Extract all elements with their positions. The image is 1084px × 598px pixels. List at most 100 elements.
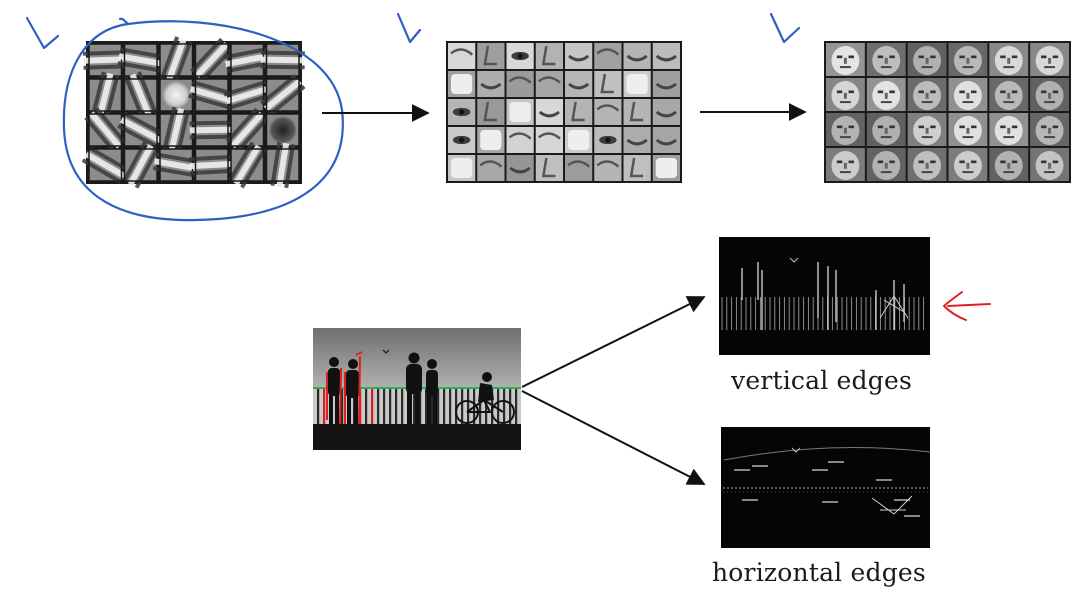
face-parts-tile [594,155,622,181]
check-mark-icon [396,12,422,44]
edge-filters-tile [122,141,160,189]
edge-filters-tile [88,71,123,119]
edge-filters-tile [82,43,128,77]
face-parts-tile [623,43,651,69]
faces-tile [1030,78,1069,111]
face-parts-tile [477,155,505,181]
edge-filters-tile [84,107,127,153]
right-arrow-icon [521,390,706,485]
edge-filters-tile [153,148,200,182]
faces-tile [1030,148,1069,181]
faces-tile [826,113,865,146]
faces-tile [866,148,906,181]
faces-tile [907,43,947,76]
edge-filters-tile [123,71,158,119]
face-parts-tile [448,99,476,125]
edge-filters-tile [159,106,194,154]
edge-filters-tile [81,146,129,184]
faces-tile [948,148,988,181]
face-parts-tile [652,71,680,97]
edge-filters-tile [189,148,235,182]
face-parts-tile [448,43,476,69]
edge-filters-tile [228,141,267,189]
face-parts-tile [594,127,622,153]
face-parts-tile [448,127,476,153]
horizontal-edges-caption: horizontal edges [712,558,926,587]
faces-tile [907,148,947,181]
face-parts-tile [652,127,680,153]
faces-tile [989,43,1029,76]
faces-tile [866,43,906,76]
face-parts-tile [477,71,505,97]
vertical-edges-output [719,237,930,355]
face-parts-tile [535,99,563,125]
faces-tile [907,113,947,146]
face-parts-tile [565,71,593,97]
edge-filters-tile [223,78,271,112]
faces-tile [866,78,906,111]
faces-tile [1030,113,1069,146]
face-parts-tile [477,127,505,153]
face-parts-tile [623,71,651,97]
edge-filters-tile [259,74,306,116]
edge-filters-tile [265,141,300,189]
edge-filters-tile [225,107,269,153]
edge-filters-tile [159,36,194,84]
faces-tile [989,78,1029,111]
edge-filters-tile [189,113,234,147]
check-mark-icon [769,12,801,44]
faces-tile [826,43,865,76]
face-parts-tile [477,43,505,69]
face-parts-tile [448,155,476,181]
vertical-edges-caption: vertical edges [731,366,912,395]
faces-tile [866,113,906,146]
mid-level-features-panel [446,41,682,183]
silhouette-photo [313,328,521,450]
face-parts-tile [506,127,534,153]
horizontal-edges-output [721,427,931,548]
face-parts-tile [623,155,651,181]
face-parts-tile [594,71,622,97]
faces-tile [948,113,988,146]
face-parts-tile [506,43,534,69]
face-parts-tile [652,99,680,125]
edge-filters-tile [190,37,234,83]
face-parts-tile [477,99,505,125]
face-parts-tile [506,155,534,181]
face-parts-tile [535,71,563,97]
face-parts-tile [535,155,563,181]
face-parts-tile [506,71,534,97]
face-parts-tile [535,43,563,69]
faces-tile [907,78,947,111]
faces-tile [826,78,865,111]
face-parts-tile [565,43,593,69]
right-arrow-icon [521,296,706,388]
face-parts-tile [565,127,593,153]
red-arrow-annotation [943,291,991,321]
face-parts-tile [535,127,563,153]
face-parts-tile [594,43,622,69]
face-parts-tile [652,43,680,69]
faces-tile [948,43,988,76]
face-parts-tile [565,155,593,181]
edge-filters-tile [159,78,194,112]
face-parts-tile [623,127,651,153]
edge-filters-tile [117,111,165,149]
high-level-features-panel [824,41,1071,183]
face-parts-tile [506,99,534,125]
circle-annotation [62,17,344,222]
low-level-filters-panel [81,36,306,189]
edge-filters-tile [260,43,305,77]
face-parts-tile [565,99,593,125]
edge-filters-tile [117,43,164,77]
check-mark-icon [25,16,60,50]
faces-tile [826,148,865,181]
faces-tile [989,113,1029,146]
faces-tile [989,148,1029,181]
face-parts-tile [652,155,680,181]
faces-tile [948,78,988,111]
face-parts-tile [448,71,476,97]
edge-filters-tile [265,113,300,147]
face-parts-tile [623,99,651,125]
